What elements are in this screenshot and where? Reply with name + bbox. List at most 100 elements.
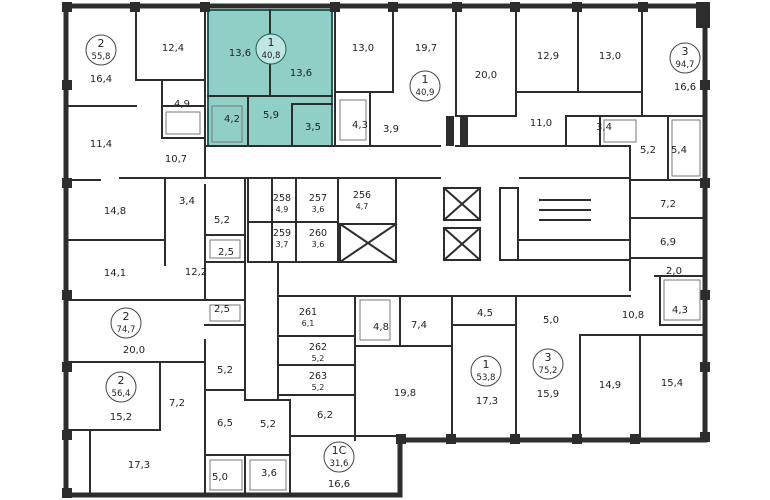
storage-area: 5,2 — [312, 354, 325, 363]
room-area: 6,2 — [317, 410, 333, 421]
apartment-badge[interactable]: 3 94,7 — [669, 42, 701, 74]
apartment-rooms: 1 — [483, 358, 490, 371]
room-area: 14,9 — [599, 380, 621, 391]
room-area: 19,7 — [415, 43, 437, 54]
room-area: 12,4 — [162, 43, 184, 54]
room-area: 7,2 — [660, 199, 676, 210]
interior-walls — [65, 5, 706, 496]
room-area: 5,2 — [260, 419, 276, 430]
apartment-area: 75,2 — [539, 366, 558, 376]
storage-unit[interactable]: 256 4,7 — [353, 190, 371, 211]
storage-unit[interactable]: 259 3,7 — [273, 228, 291, 249]
room-area: 15,2 — [110, 412, 132, 423]
room-area: 15,4 — [661, 378, 683, 389]
room-area: 13,6 — [290, 68, 312, 79]
apartment-area: 94,7 — [676, 60, 695, 70]
storage-unit[interactable]: 257 3,6 — [309, 193, 327, 214]
room-area: 3,5 — [305, 122, 321, 133]
room-area: 5,0 — [212, 472, 228, 483]
apartment-badge[interactable]: 2 56,4 — [105, 371, 137, 403]
storage-units: 258 4,9 257 3,6 256 4,7 259 3,7 260 3,6 … — [273, 190, 371, 392]
room-area: 17,3 — [128, 460, 150, 471]
room-area: 13,0 — [352, 43, 374, 54]
room-area: 5,2 — [640, 145, 656, 156]
room-area: 7,4 — [411, 320, 427, 331]
room-area: 7,2 — [169, 398, 185, 409]
room-areas: 16,4 12,4 4,9 11,4 10,7 13,6 13,6 4,2 5,… — [90, 43, 696, 490]
apartment-rooms: 1 — [422, 73, 429, 86]
room-area: 10,7 — [165, 154, 187, 165]
storage-unit[interactable]: 258 4,9 — [273, 193, 291, 214]
apartment-area: 31,6 — [330, 459, 349, 469]
room-area: 13,6 — [229, 48, 251, 59]
apartment-rooms: 2 — [118, 374, 125, 387]
room-area: 14,1 — [104, 268, 126, 279]
storage-unit[interactable]: 261 6,1 — [299, 307, 317, 328]
room-area: 2,0 — [666, 266, 682, 277]
apartment-badge[interactable]: 1С 31,6 — [323, 441, 355, 473]
storage-unit[interactable]: 260 3,6 — [309, 228, 327, 249]
room-area: 16,6 — [328, 479, 350, 490]
storage-number: 262 — [309, 342, 327, 353]
apartment-badge[interactable]: 1 40,9 — [409, 70, 441, 102]
room-area: 4,8 — [373, 322, 389, 333]
apartment-area: 40,8 — [262, 51, 281, 61]
room-area: 16,4 — [90, 74, 112, 85]
room-area: 3,4 — [596, 122, 612, 133]
storage-number: 256 — [353, 190, 371, 201]
room-area: 15,9 — [537, 389, 559, 400]
room-area: 3,6 — [261, 468, 277, 479]
room-area: 5,0 — [543, 315, 559, 326]
apartment-area: 40,9 — [416, 88, 435, 98]
plumbing-fixtures — [165, 99, 701, 491]
apartment-area: 53,8 — [477, 373, 496, 383]
apartment-rooms: 2 — [98, 37, 105, 50]
room-area: 10,8 — [622, 310, 644, 321]
apartment-rooms: 3 — [682, 45, 689, 58]
storage-area: 6,1 — [302, 319, 315, 328]
room-area: 16,6 — [674, 82, 696, 93]
room-area: 14,8 — [104, 206, 126, 217]
room-area: 3,9 — [383, 124, 399, 135]
storage-number: 257 — [309, 193, 327, 204]
apartment-rooms: 3 — [545, 351, 552, 364]
storage-area: 4,7 — [356, 202, 369, 211]
apartment-rooms: 1 — [268, 36, 275, 49]
room-area: 4,9 — [174, 99, 190, 110]
room-area: 2,5 — [218, 247, 234, 258]
apartment-badge[interactable]: 2 55,8 — [85, 34, 117, 66]
storage-number: 258 — [273, 193, 291, 204]
room-area: 17,3 — [476, 396, 498, 407]
apartment-badge[interactable]: 2 74,7 — [110, 307, 142, 339]
storage-unit[interactable]: 263 5,2 — [309, 371, 327, 392]
apartment-area: 74,7 — [117, 325, 136, 335]
storage-number: 260 — [309, 228, 327, 239]
room-area: 2,5 — [214, 304, 230, 315]
room-area: 12,2 — [185, 267, 207, 278]
storage-number: 263 — [309, 371, 327, 382]
room-area: 13,0 — [599, 51, 621, 62]
room-area: 4,2 — [224, 114, 240, 125]
room-area: 11,4 — [90, 139, 112, 150]
room-area: 4,3 — [352, 120, 368, 131]
storage-area: 4,9 — [276, 205, 289, 214]
storage-number: 261 — [299, 307, 317, 318]
room-area: 5,4 — [671, 145, 687, 156]
apartment-badge[interactable]: 1 40,8 — [255, 33, 287, 65]
room-area: 4,3 — [672, 305, 688, 316]
apartment-rooms: 2 — [123, 310, 130, 323]
room-area: 12,9 — [537, 51, 559, 62]
room-area: 6,9 — [660, 237, 676, 248]
room-area: 4,5 — [477, 308, 493, 319]
room-area: 5,9 — [263, 110, 279, 121]
apartment-badges: 2 55,8 1 40,8 1 40,9 3 94,7 2 74,7 2 56,… — [85, 33, 701, 473]
room-area: 19,8 — [394, 388, 416, 399]
room-area: 5,2 — [214, 215, 230, 226]
apartment-badge[interactable]: 3 75,2 — [532, 348, 564, 380]
apartment-badge[interactable]: 1 53,8 — [470, 355, 502, 387]
storage-unit[interactable]: 262 5,2 — [309, 342, 327, 363]
room-area: 20,0 — [123, 345, 145, 356]
storage-area: 5,2 — [312, 383, 325, 392]
